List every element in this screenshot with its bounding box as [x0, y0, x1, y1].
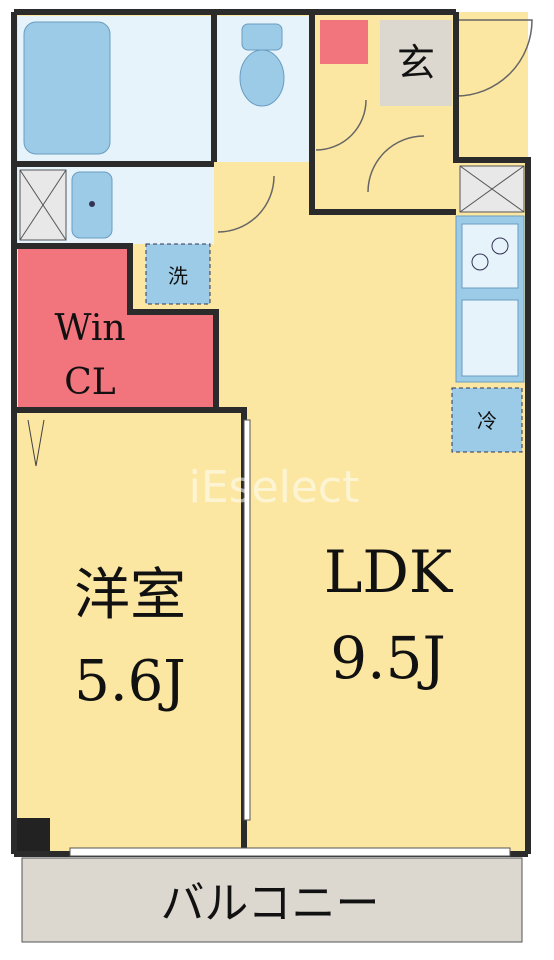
burner-icon	[491, 237, 509, 255]
shoe-cabinet	[320, 20, 368, 64]
front-door-swing[interactable]	[455, 19, 533, 97]
stove-icon	[461, 223, 519, 289]
fridge-space	[451, 387, 523, 453]
window	[69, 847, 511, 857]
faucet-icon	[89, 201, 95, 207]
bedroom-size: 5.6J	[74, 649, 186, 714]
pillar	[14, 818, 50, 852]
bathtub-icon	[23, 21, 111, 155]
entrance-floor	[380, 20, 452, 106]
balcony	[21, 857, 523, 943]
sliding-door[interactable]	[243, 419, 251, 821]
bedroom	[18, 414, 242, 850]
door-swing[interactable]	[217, 175, 275, 233]
watermark: iEselect	[189, 462, 360, 513]
washer-label: 洗	[168, 264, 188, 288]
closet-door-icon	[27, 419, 45, 467]
toilet-tank-icon	[241, 23, 283, 51]
ldk-name: LDK	[324, 538, 454, 606]
door-swing[interactable]	[315, 99, 367, 151]
entrance-label: 玄	[397, 41, 435, 85]
balcony-label: バルコニー	[160, 878, 379, 929]
fridge-label: 冷	[477, 409, 497, 433]
ldk-size: 9.5J	[330, 624, 446, 692]
door-swing[interactable]	[367, 135, 425, 193]
burner-icon	[471, 253, 489, 271]
washer-space	[145, 243, 211, 305]
walk-in-closet-label-line2: CL	[64, 362, 116, 403]
toilet-bowl-icon	[239, 49, 285, 107]
bedroom-name: 洋室	[74, 563, 186, 628]
walk-in-closet-label-line1: Win	[54, 308, 125, 349]
walk-in-closet	[18, 248, 214, 408]
kitchen-sink-icon	[461, 299, 519, 377]
